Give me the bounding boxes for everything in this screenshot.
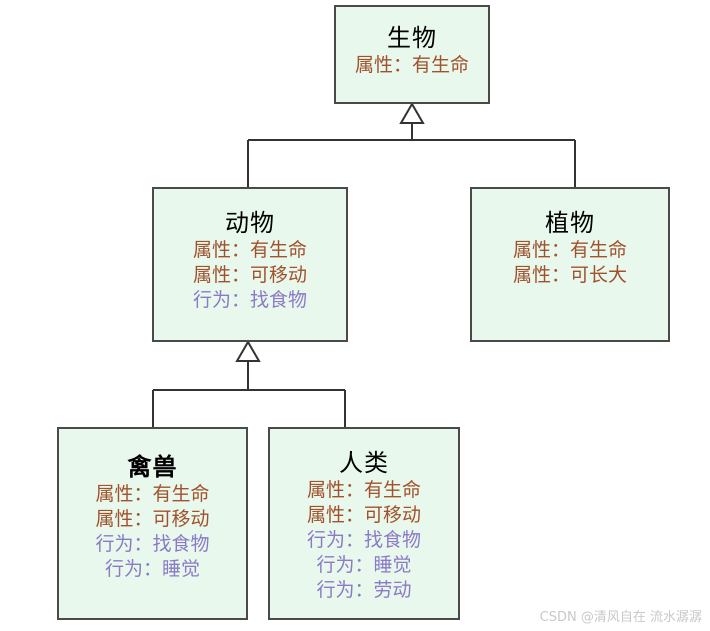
class-member-attribute: 属性：有生命 <box>306 479 421 501</box>
class-member-behavior: 行为：睡觉 <box>104 558 200 580</box>
class-member-attribute: 属性：有生命 <box>95 483 210 505</box>
class-box-dongwu[interactable]: 动物 属性：有生命 属性：可移动 行为：找食物 <box>152 187 348 342</box>
class-box-shengwu[interactable]: 生物 属性：有生命 <box>334 5 490 104</box>
class-member-attribute: 属性：可移动 <box>95 508 210 530</box>
class-box-qinshou[interactable]: 禽兽 属性：有生命 属性：可移动 行为：找食物 行为：睡觉 <box>57 427 248 620</box>
class-member-attribute: 属性：有生命 <box>192 239 307 261</box>
class-title-dongwu: 动物 <box>225 209 275 237</box>
class-title-renlei: 人类 <box>339 449 389 477</box>
class-box-zhiwu[interactable]: 植物 属性：有生命 属性：可长大 <box>470 187 670 342</box>
class-member-attribute: 属性：可移动 <box>192 264 307 286</box>
class-title-qinshou: 禽兽 <box>127 453 178 481</box>
class-title-shengwu: 生物 <box>387 24 437 52</box>
class-member-behavior: 行为：找食物 <box>192 289 307 311</box>
watermark-text: CSDN @清风自在 流水潺潺 <box>539 610 702 625</box>
class-member-behavior: 行为：劳动 <box>316 579 412 601</box>
class-member-behavior: 行为：睡觉 <box>316 554 412 576</box>
class-member-behavior: 行为：找食物 <box>95 533 210 555</box>
class-member-attribute: 属性：有生命 <box>512 239 627 261</box>
class-box-renlei[interactable]: 人类 属性：有生命 属性：可移动 行为：找食物 行为：睡觉 行为：劳动 <box>268 427 460 620</box>
class-member-behavior: 行为：找食物 <box>306 529 421 551</box>
class-member-attribute: 属性：可长大 <box>512 264 627 286</box>
class-member-attribute: 属性：有生命 <box>354 54 469 76</box>
class-title-zhiwu: 植物 <box>545 209 595 237</box>
class-member-attribute: 属性：可移动 <box>306 504 421 526</box>
